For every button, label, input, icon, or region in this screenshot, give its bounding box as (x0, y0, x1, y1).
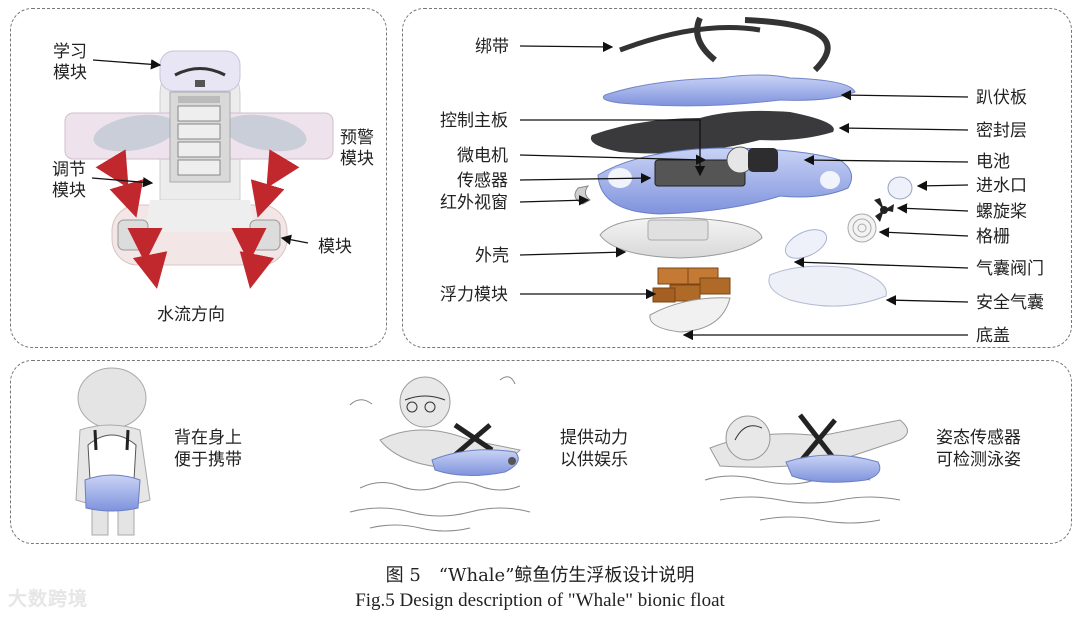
scene-posture-sensor (704, 413, 908, 524)
strap (619, 25, 761, 53)
label-micro-motor: 微电机 (457, 146, 508, 166)
label-strap: 绑带 (475, 37, 509, 57)
strap (694, 16, 717, 63)
scene-text-carry: 背在身上 便于携带 (174, 428, 242, 470)
label-module: 模块 (318, 237, 352, 257)
watermark: 大数跨境 (8, 588, 89, 610)
grille (847, 213, 877, 243)
figure-caption-zh: 图 5 “Whale”鲸鱼仿生浮板设计说明 (385, 565, 695, 586)
label-ir-window: 红外视窗 (440, 193, 508, 213)
figure-caption-en: Fig.5 Design description of "Whale" bion… (355, 590, 725, 611)
battery (748, 148, 778, 172)
label-outer-shell: 外壳 (475, 246, 509, 266)
bottom-cover (649, 297, 731, 333)
panel-module-layout (10, 8, 387, 348)
buoyancy-module (652, 267, 731, 303)
scene-text-power: 提供动力 以供娱乐 (560, 428, 628, 470)
panel-exploded-view (402, 8, 1072, 348)
sealing-layer (590, 110, 834, 154)
airbag-valve (784, 229, 828, 259)
learning-module (159, 50, 241, 92)
label-water-inlet: 进水口 (976, 176, 1027, 196)
label-airbag-valve: 气囊阀门 (976, 259, 1044, 279)
water-flow-arrows (95, 149, 300, 289)
regulating-module (169, 91, 231, 183)
label-control-board: 控制主板 (440, 111, 508, 131)
ir-window (574, 185, 591, 205)
label-learning-module: 学习 模块 (53, 42, 87, 83)
label-grille: 格栅 (976, 227, 1010, 247)
label-buoyancy-module: 浮力模块 (440, 285, 508, 305)
label-sensor: 传感器 (457, 171, 508, 191)
scene-text-posture: 姿态传感器 可检测泳姿 (936, 428, 1021, 470)
scene-backpack (75, 367, 151, 536)
safety-airbag (768, 265, 887, 307)
exploded-view-drawing (574, 16, 913, 333)
label-regulating-module: 调节 模块 (52, 160, 86, 201)
label-bottom-cover: 底盖 (976, 326, 1010, 346)
propeller (874, 198, 894, 222)
panel-usage-scenes (10, 360, 1072, 544)
label-warning-module: 预警 模块 (340, 128, 374, 169)
label-safety-airbag: 安全气囊 (976, 293, 1044, 313)
label-sealing-layer: 密封层 (976, 121, 1027, 141)
prone-board (602, 74, 856, 107)
water-inlet (887, 176, 913, 200)
label-prone-board: 趴伏板 (976, 88, 1027, 108)
label-water-flow-direction: 水流方向 (157, 305, 225, 325)
scene-swimming-fun (349, 376, 531, 532)
label-propeller: 螺旋桨 (976, 202, 1027, 222)
label-battery: 电池 (976, 152, 1010, 172)
